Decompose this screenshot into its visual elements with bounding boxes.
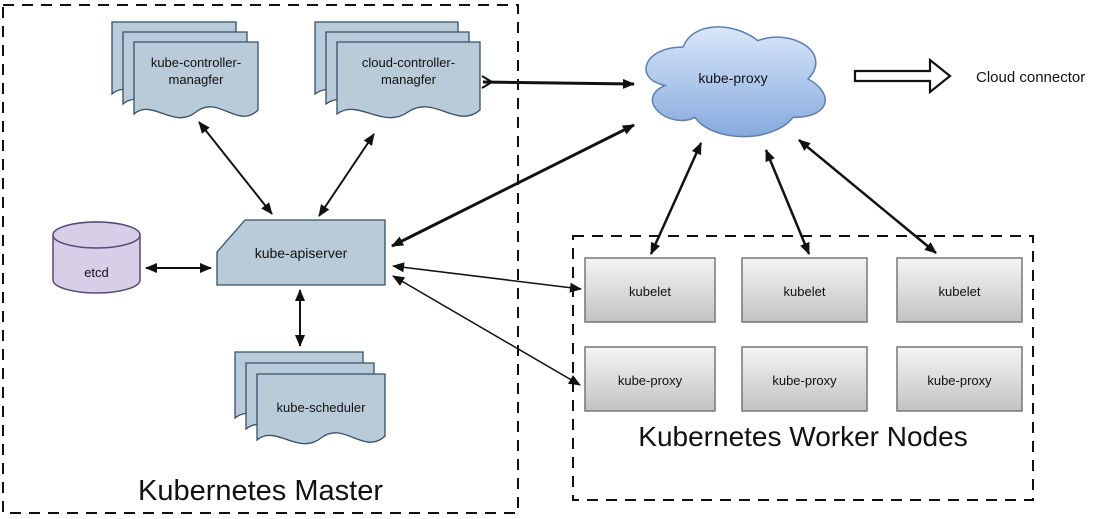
kube-proxy-3-shape (896, 346, 1023, 412)
kubelet-3-shape (896, 257, 1023, 323)
arrow-kubelet-1-cloud (649, 142, 703, 255)
kube-proxy-1-label: kube-proxy (617, 373, 683, 388)
etcd-shape (52, 221, 141, 294)
arrow-kubelet-3-cloud (798, 139, 937, 254)
kubernetes-worker-nodes-title: Kubernetes Worker Nodes (638, 421, 968, 452)
cloud-connector-label: Cloud connector (976, 69, 1086, 86)
cloud-controller-manager-shape (314, 21, 481, 119)
kube-proxy-2-label: kube-proxy (772, 373, 837, 388)
worker-node-shapes (584, 257, 1023, 412)
kube-apiserver-label: kube-apiserver (254, 245, 348, 261)
kube-proxy-cloud-shape (645, 26, 826, 138)
kube-controller-manager-shape (111, 21, 259, 119)
kube-proxy-2-shape (741, 346, 868, 412)
arrow-kubelet-2-cloud (764, 149, 811, 255)
kubelet-1-label: kubelet (629, 284, 671, 299)
arrow-cloud-controller-cloud (482, 78, 635, 89)
kubelet-1-shape (584, 257, 716, 323)
arrow-cloud-controller-cloud-tail-head (481, 75, 494, 89)
kubernetes-master-title: Kubernetes Master (137, 475, 383, 507)
kube-proxy-cloud-label: kube-proxy (698, 70, 768, 86)
kube-apiserver-shape (216, 219, 386, 286)
arrow-cloud-controller-apiserver (318, 133, 375, 217)
cloud-connector-arrow (853, 57, 952, 95)
kubelet-3-label: kubelet (938, 284, 981, 299)
kubelet-2-label: kubelet (783, 284, 826, 299)
arrow-apiserver-kube-proxy-1 (392, 275, 581, 386)
cloud-controller-manager-label: cloud-controller- managfer (361, 55, 456, 87)
arrow-apiserver-cloud (391, 123, 635, 248)
kube-proxy-3-label: kube-proxy (927, 373, 992, 388)
kube-scheduler-shape (234, 351, 386, 445)
arrows-layer (145, 75, 937, 386)
arrow-controller-manager-apiserver (198, 121, 273, 215)
kube-controller-manager-label: kube-controller- managfer (150, 55, 242, 87)
kube-proxy-1-shape (584, 346, 716, 412)
etcd-label: etcd (84, 265, 109, 280)
kube-scheduler-label: kube-scheduler (276, 400, 366, 415)
kubernetes-master-boundary (2, 4, 519, 514)
kubelet-2-shape (741, 257, 868, 323)
arrow-apiserver-kubelet-1 (392, 262, 582, 293)
